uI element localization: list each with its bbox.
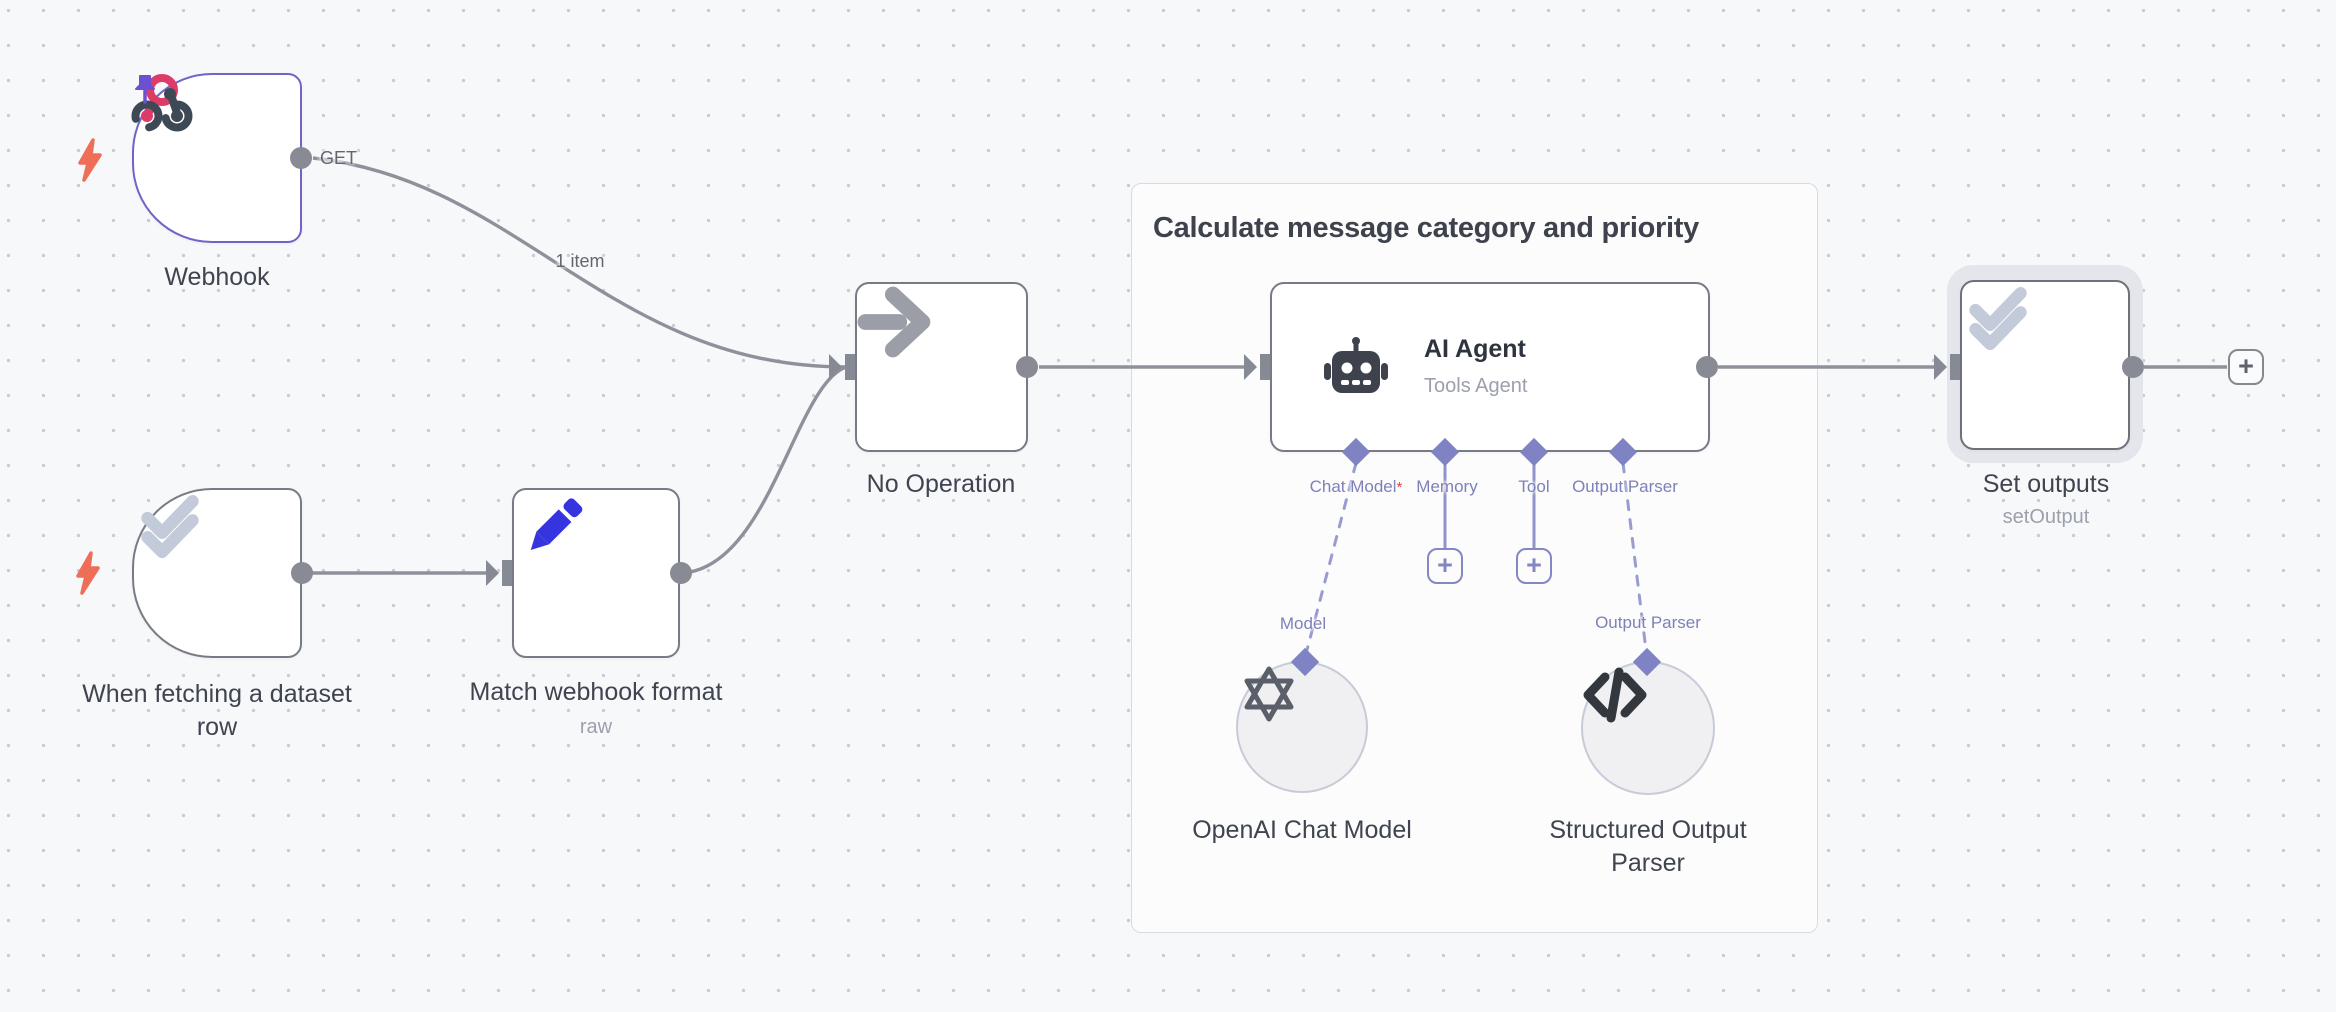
output-parser-port-diamond[interactable]	[1608, 437, 1638, 467]
webhook-label: Webhook	[164, 263, 270, 291]
ai-agent-input-tool[interactable]: Tool	[1518, 477, 1550, 496]
ai-agent-input-chat-model[interactable]: Chat Model*	[1309, 477, 1403, 496]
trigger-bolt-icon	[76, 551, 100, 595]
when-fetching-label: When fetching a dataset row	[82, 680, 352, 741]
node-no-operation[interactable]	[855, 282, 1028, 452]
code-icon	[1583, 667, 1647, 723]
webhook-port-label: GET	[320, 148, 358, 168]
add-node-button[interactable]: +	[2228, 349, 2264, 385]
connection-match-noop[interactable]	[682, 365, 847, 575]
connection-webhook-noop[interactable]	[312, 156, 847, 369]
node-match-webhook-format[interactable]	[512, 488, 680, 658]
osp-label: Structured Output Parser	[1549, 816, 1747, 877]
node-openai-chat-model[interactable]	[1236, 661, 1368, 793]
node-when-fetching[interactable]	[132, 488, 302, 658]
node-structured-output-parser[interactable]	[1581, 661, 1715, 795]
connection-chatmodel-openai[interactable]	[1305, 461, 1358, 652]
ai-agent-text: AI Agent Tools Agent	[1424, 336, 1527, 398]
noop-label: No Operation	[866, 470, 1016, 498]
group-title: Calculate message category and priority	[1153, 212, 1699, 244]
openai-port-label: Model	[1279, 614, 1327, 633]
ai-agent-input-output-parser[interactable]: Output Parser	[1572, 477, 1678, 496]
double-check-icon	[141, 495, 199, 559]
connection-outputparser-osp[interactable]	[1621, 461, 1648, 652]
when-fetching-output-dot[interactable]	[291, 562, 313, 584]
match-label: Match webhook format	[469, 678, 723, 706]
tool-port-diamond[interactable]	[1519, 437, 1549, 467]
osp-port-label: Output Parser	[1595, 613, 1701, 632]
set-outputs-subtitle: setOutput	[2002, 506, 2090, 528]
ai-agent-subtitle: Tools Agent	[1424, 375, 1528, 397]
required-marker: *	[1396, 479, 1403, 496]
memory-port-diamond[interactable]	[1430, 437, 1460, 467]
openai-icon	[1244, 666, 1294, 722]
noop-input-connector[interactable]	[829, 354, 855, 380]
ai-agent-output-dot[interactable]	[1696, 356, 1718, 378]
noop-output-dot[interactable]	[1016, 356, 1038, 378]
add-tool-button[interactable]: +	[1516, 548, 1552, 584]
pin-icon	[135, 75, 155, 104]
match-output-dot[interactable]	[670, 562, 692, 584]
webhook-icon	[131, 74, 193, 132]
add-memory-button[interactable]: +	[1427, 548, 1463, 584]
set-outputs-label: Set outputs	[1982, 470, 2110, 498]
openai-label: OpenAI Chat Model	[1192, 816, 1412, 844]
webhook-output-dot[interactable]	[290, 147, 312, 169]
set-outputs-input-connector[interactable]	[1934, 354, 1960, 380]
chat-model-port-diamond[interactable]	[1341, 437, 1371, 467]
node-webhook[interactable]	[131, 73, 302, 243]
trigger-bolt-icon	[78, 138, 102, 182]
double-check-icon	[1969, 287, 2027, 351]
ai-agent-input-memory[interactable]: Memory	[1416, 477, 1478, 496]
match-input-connector[interactable]	[486, 560, 512, 586]
node-set-outputs[interactable]	[1960, 280, 2130, 450]
pencil-icon	[530, 498, 583, 551]
arrow-right-icon	[857, 286, 931, 358]
openai-top-diamond[interactable]	[1290, 647, 1320, 677]
set-outputs-output-dot[interactable]	[2122, 356, 2144, 378]
items-count-label: 1 item	[555, 251, 605, 271]
match-subtitle: raw	[579, 716, 613, 738]
ai-agent-input-connector[interactable]	[1244, 354, 1270, 380]
robot-icon	[1324, 337, 1388, 393]
osp-top-diamond[interactable]	[1632, 647, 1662, 677]
ai-agent-title: AI Agent	[1424, 335, 1526, 363]
